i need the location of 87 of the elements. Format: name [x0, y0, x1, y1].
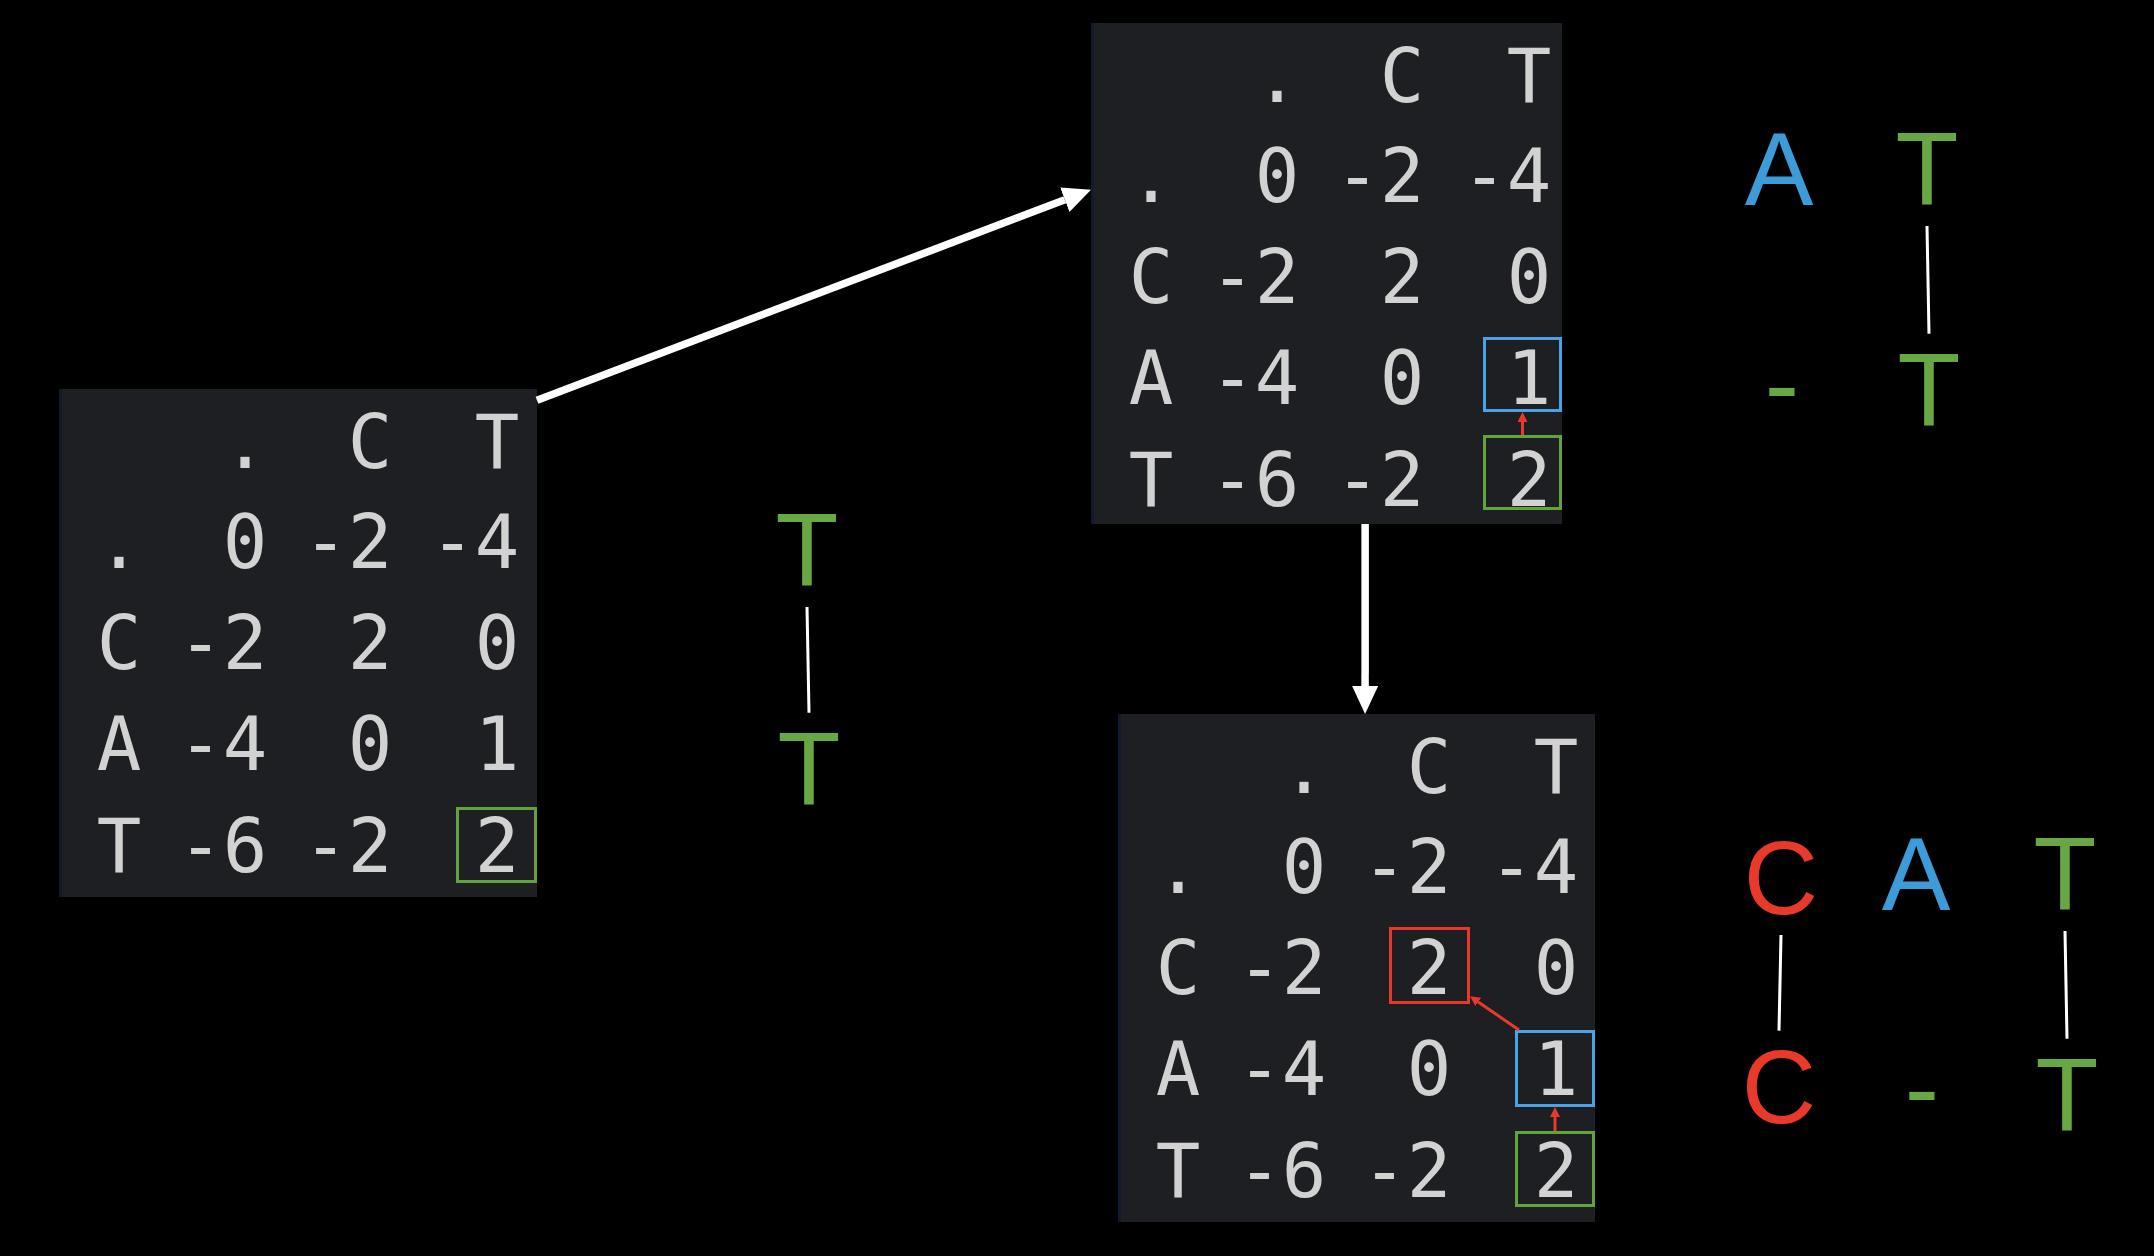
- sequence-header: T: [474, 409, 520, 476]
- score-value: 1: [474, 711, 520, 778]
- sequence-header: C: [1379, 43, 1425, 110]
- score-value: -4: [1489, 834, 1579, 901]
- matrix-panel: [1091, 23, 1562, 524]
- aligned-base: T: [1897, 333, 1961, 447]
- aligned-base: A: [1744, 112, 1814, 226]
- match-line: [1925, 225, 1931, 334]
- sequence-header: .: [1254, 43, 1300, 110]
- score-value: 2: [1406, 935, 1452, 1002]
- score-value: 0: [1533, 935, 1579, 1002]
- score-value: 0: [1406, 1036, 1452, 1103]
- sequence-header: C: [1406, 734, 1452, 801]
- traceback-arrow: [1550, 1107, 1560, 1131]
- sequence-header: T: [1155, 1138, 1201, 1205]
- match-line: [805, 606, 811, 713]
- score-value: -2: [1237, 935, 1327, 1002]
- score-value: -6: [178, 813, 268, 880]
- sequence-header: T: [1533, 734, 1579, 801]
- sequence-header: T: [1128, 447, 1174, 514]
- step-arrow: [1352, 524, 1379, 714]
- sequence-header: T: [96, 813, 142, 880]
- score-value: -4: [1462, 143, 1552, 210]
- match-line: [1777, 934, 1783, 1031]
- match-line: [2063, 930, 2069, 1039]
- sequence-header: .: [1155, 834, 1201, 901]
- highlight-frame: [456, 807, 537, 883]
- aligned-base: T: [2033, 817, 2097, 931]
- score-value: -2: [1335, 143, 1425, 210]
- score-value: 0: [347, 711, 393, 778]
- highlight-frame: [1515, 1030, 1595, 1107]
- aligned-base: T: [2035, 1038, 2099, 1152]
- highlight-frame: [1515, 1131, 1595, 1207]
- gap-symbol: -: [1904, 1031, 1940, 1145]
- step-arrow: [535, 187, 1091, 404]
- score-value: -2: [303, 509, 393, 576]
- sequence-header: .: [1128, 143, 1174, 210]
- score-value: 0: [222, 509, 268, 576]
- matrix-panel: [59, 389, 537, 897]
- sequence-header: C: [96, 610, 142, 677]
- matrix-panel: [1118, 714, 1595, 1222]
- score-value: 2: [474, 813, 520, 880]
- highlight-frame: [1389, 927, 1470, 1004]
- sequence-header: A: [1155, 1036, 1201, 1103]
- score-value: 1: [1533, 1036, 1579, 1103]
- sequence-header: A: [1128, 345, 1174, 412]
- aligned-base: T: [777, 712, 841, 826]
- score-value: -2: [1335, 447, 1425, 514]
- score-value: 2: [1379, 244, 1425, 311]
- score-value: -4: [178, 711, 268, 778]
- score-value: -6: [1210, 447, 1300, 514]
- score-value: 0: [1281, 834, 1327, 901]
- sequence-header: C: [1128, 244, 1174, 311]
- highlight-frame: [1483, 435, 1562, 510]
- score-value: -4: [430, 509, 520, 576]
- score-value: 0: [474, 610, 520, 677]
- traceback-arrow: [1470, 996, 1520, 1032]
- score-value: -4: [1237, 1036, 1327, 1103]
- sequence-header: .: [1281, 734, 1327, 801]
- sequence-header: C: [1155, 935, 1201, 1002]
- sequence-header: C: [347, 409, 393, 476]
- traceback-arrow: [1517, 412, 1528, 435]
- score-value: -2: [303, 813, 393, 880]
- score-value: -2: [1210, 244, 1300, 311]
- score-value: -4: [1210, 345, 1300, 412]
- aligned-base: A: [1881, 817, 1951, 931]
- score-value: -6: [1237, 1138, 1327, 1205]
- score-value: -2: [1362, 834, 1452, 901]
- score-value: 1: [1506, 345, 1552, 412]
- score-value: 0: [1506, 244, 1552, 311]
- score-value: -2: [178, 610, 268, 677]
- score-value: 2: [347, 610, 393, 677]
- gap-symbol: -: [1764, 327, 1800, 441]
- aligned-base: T: [1895, 112, 1959, 226]
- highlight-frame: [1483, 337, 1562, 412]
- score-value: 2: [1533, 1138, 1579, 1205]
- sequence-header: .: [96, 509, 142, 576]
- sequence-header: A: [96, 711, 142, 778]
- aligned-base: C: [1743, 821, 1819, 935]
- score-value: 2: [1506, 447, 1552, 514]
- sequence-header: T: [1506, 43, 1552, 110]
- aligned-base: C: [1741, 1030, 1817, 1144]
- sequence-header: .: [222, 409, 268, 476]
- score-value: 0: [1254, 143, 1300, 210]
- aligned-base: T: [775, 493, 839, 607]
- score-value: 0: [1379, 345, 1425, 412]
- score-value: -2: [1362, 1138, 1452, 1205]
